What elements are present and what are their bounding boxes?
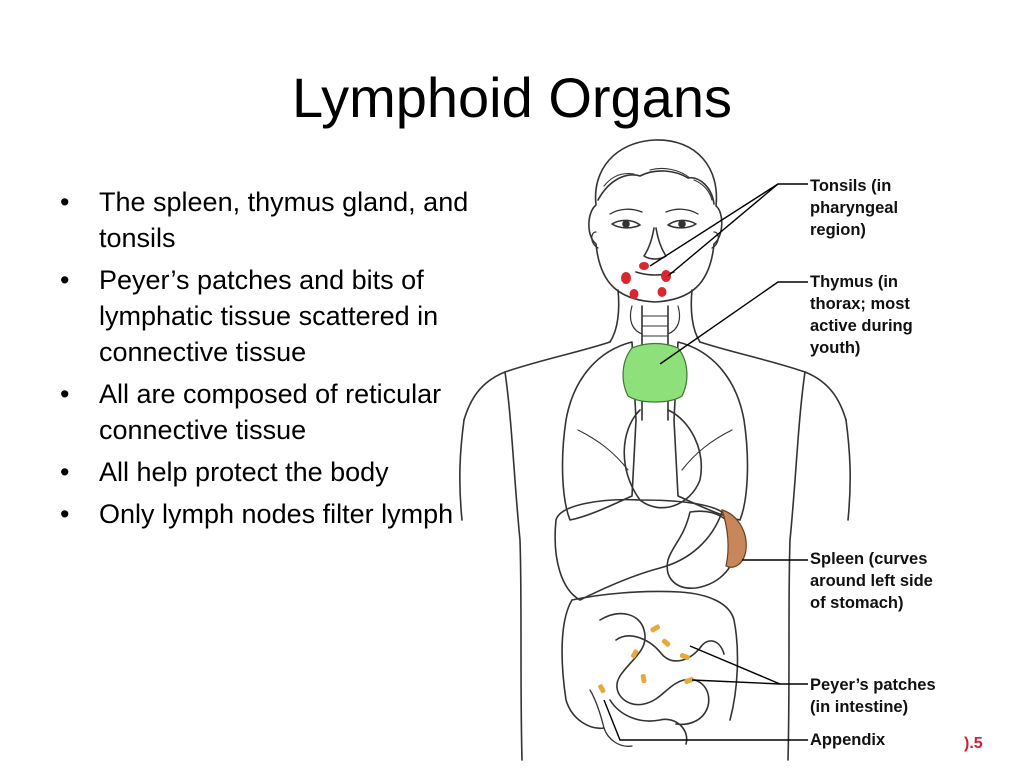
slide-title: Lymphoid Organs (292, 66, 732, 129)
callout-line: youth) (810, 339, 861, 357)
callout-line: of stomach) (810, 594, 904, 612)
neck (609, 289, 701, 343)
spleen (721, 509, 747, 568)
right-eye (667, 219, 697, 229)
callout-line: region) (810, 221, 866, 239)
heart (623, 409, 702, 509)
head-outline (588, 139, 723, 303)
bullet-item: The spleen, thymus gland, and tonsils (58, 184, 478, 256)
callout-line: active during (810, 317, 913, 335)
callout-line: pharyngeal (810, 199, 899, 217)
bullet-list: The spleen, thymus gland, and tonsils Pe… (58, 184, 478, 538)
callout-line: thorax; most (810, 295, 910, 313)
right-lung (673, 341, 749, 521)
bullet-item: All help protect the body (58, 454, 478, 490)
callout-spleen: Spleen (curves around left side of stoma… (810, 548, 980, 614)
callout-line: Appendix (810, 731, 886, 749)
nose (643, 227, 667, 260)
lymphoid-organs-illustration (459, 139, 851, 761)
bullet-item: All are composed of reticular connective… (58, 376, 478, 448)
callout-peyers-patches: Peyer’s patches (in intestine) (810, 674, 980, 718)
peyers-patches (598, 624, 695, 694)
callout-line: Tonsils (in (810, 177, 892, 195)
figure-reference: ).5 (964, 735, 983, 752)
callout-line: Spleen (curves (810, 550, 928, 568)
bullet-item: Only lymph nodes filter lymph (58, 496, 478, 532)
callout-thymus: Thymus (in thorax; most active during yo… (810, 271, 970, 359)
bullet-item: Peyer’s patches and bits of lymphatic ti… (58, 262, 478, 370)
callout-line: around left side (810, 572, 933, 590)
hairline (597, 170, 715, 205)
liver (554, 498, 723, 601)
left-lung (561, 341, 637, 521)
thymus-gland (622, 342, 688, 403)
left-eye (611, 219, 641, 229)
callout-line: Peyer’s patches (810, 676, 936, 694)
callout-tonsils: Tonsils (in pharyngeal region) (810, 175, 970, 241)
large-intestine (561, 590, 739, 729)
callout-appendix: Appendix (810, 729, 970, 751)
leader-lines (603, 183, 808, 741)
callout-line: Thymus (in (810, 273, 899, 291)
callout-line: (in intestine) (810, 698, 909, 716)
small-intestine (599, 612, 725, 745)
tonsils (621, 262, 671, 299)
